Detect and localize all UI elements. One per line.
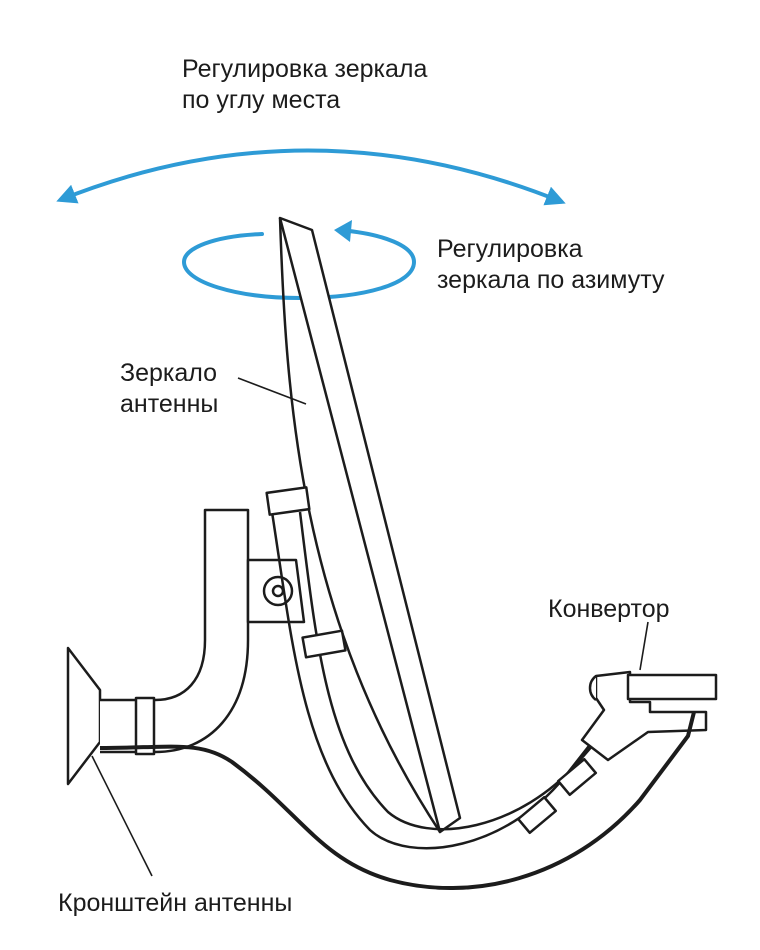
elevation-arrow (56, 148, 566, 206)
feed-arm (265, 486, 607, 850)
bracket-label: Кронштейн антенны (58, 889, 293, 917)
elevation-label: Регулировка зеркала по углу места (182, 55, 428, 114)
leader-lines (91, 377, 649, 877)
converter-unit (580, 670, 718, 762)
mirror-label: Зеркало антенны (120, 359, 219, 418)
antenna-bracket (66, 508, 306, 786)
antenna-mirror (278, 216, 462, 834)
cable (99, 711, 696, 890)
azimuth-label: Регулировка зеркала по азимуту (437, 235, 665, 294)
converter-label: Конвертор (548, 595, 670, 623)
